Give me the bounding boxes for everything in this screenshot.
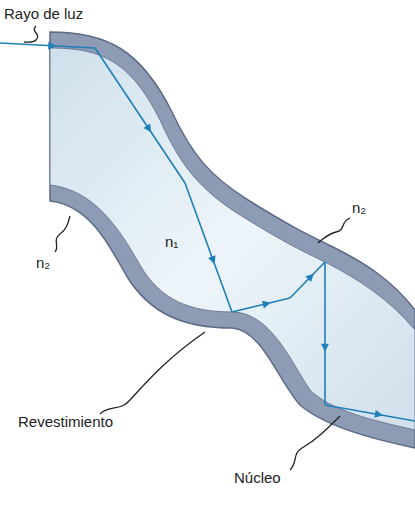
ray-arrowhead [208, 255, 216, 264]
part-label: Revestimiento [18, 414, 113, 431]
index-label: n₂ [352, 200, 366, 217]
ray-segment [290, 262, 325, 298]
leader-lines [24, 26, 350, 470]
ray-segment [0, 43, 95, 48]
fiber-cladding [50, 32, 415, 448]
fiber-core [50, 48, 415, 430]
ray-arrowhead [374, 410, 383, 418]
ray-arrowhead [321, 344, 329, 352]
ray-arrowhead [143, 123, 151, 132]
ray-arrowhead [48, 42, 56, 50]
part-label: Núcleo [234, 470, 281, 487]
ray-segment [325, 405, 415, 421]
light-ray [0, 42, 415, 421]
ray-segment [324, 262, 326, 405]
ray-arrowhead [305, 274, 313, 283]
ray-segment [95, 48, 185, 183]
ray-segment [232, 298, 290, 312]
index-label: n₁ [165, 234, 178, 251]
ray-arrowhead [262, 301, 271, 309]
ray-segment [185, 183, 232, 312]
ray-label: Rayo de luz [4, 6, 83, 23]
index-label: n₂ [36, 255, 50, 272]
